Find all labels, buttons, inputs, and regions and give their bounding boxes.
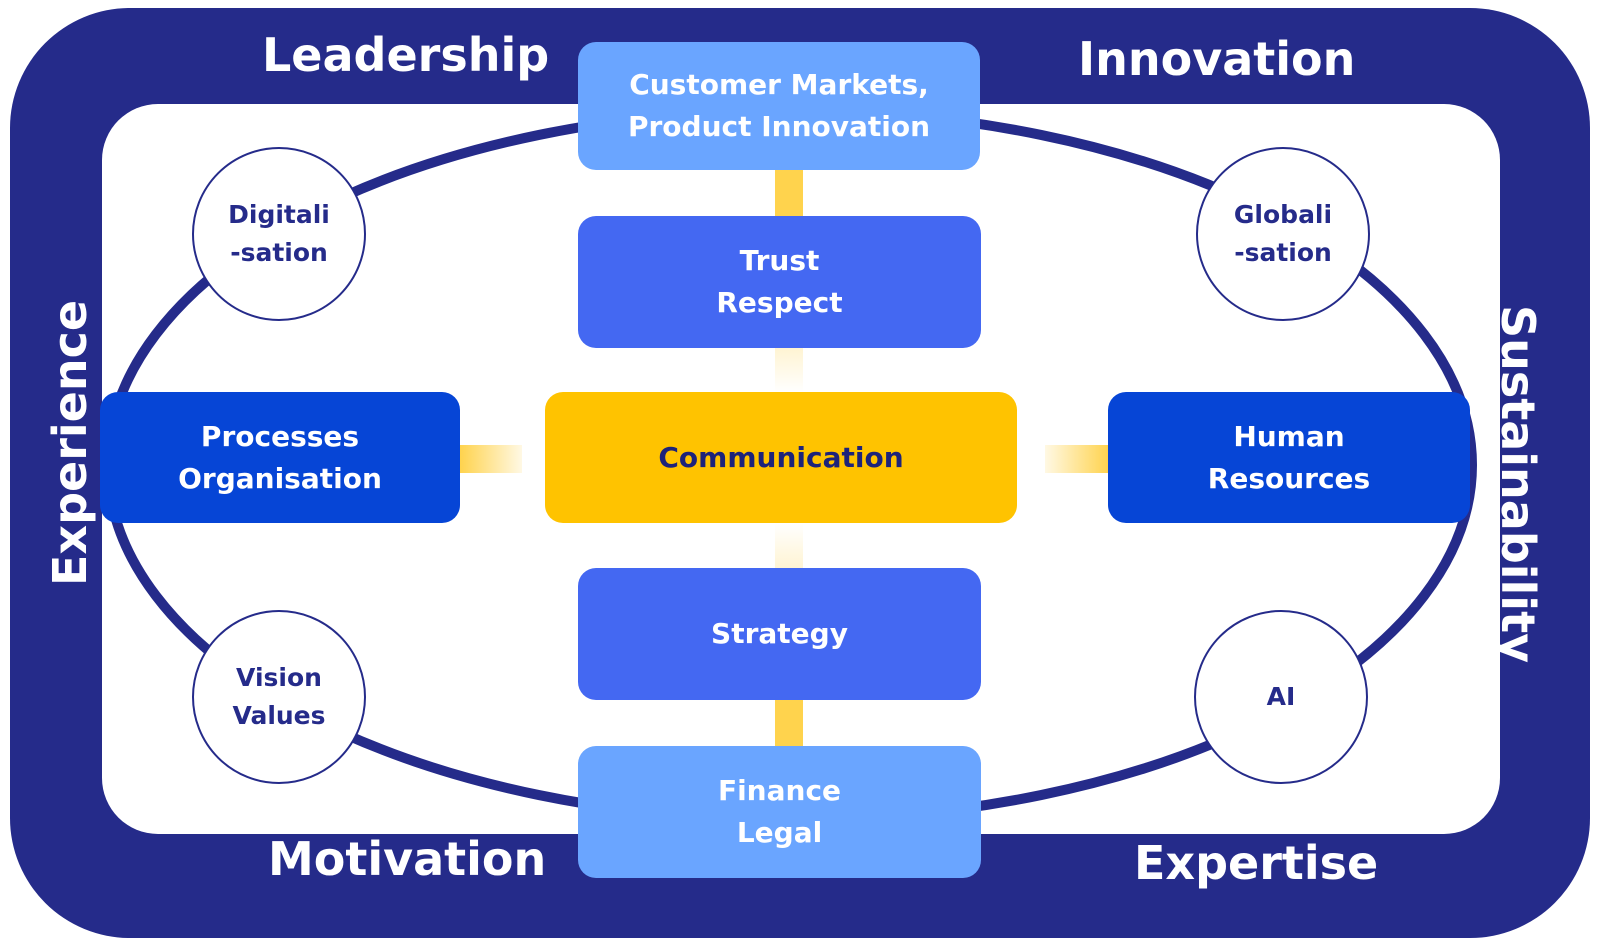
circle-ai: AI xyxy=(1194,610,1368,784)
circle-digitalisation-line-1: Digitali xyxy=(228,200,330,229)
box-finance-legal: Finance Legal xyxy=(578,746,981,878)
connector-right xyxy=(1045,445,1109,473)
circle-vision-values: Vision Values xyxy=(192,610,366,784)
box-strategy-label: Strategy xyxy=(711,617,848,650)
connector-bottom xyxy=(775,700,803,748)
label-leadership: Leadership xyxy=(262,28,550,82)
circle-globalisation: Globali -sation xyxy=(1196,147,1370,321)
box-finance-legal-line-1: Finance xyxy=(717,774,842,807)
box-communication-label: Communication xyxy=(658,440,904,474)
connector-upper xyxy=(775,348,803,393)
label-motivation: Motivation xyxy=(268,832,547,886)
box-trust-respect: Trust Respect xyxy=(578,216,981,348)
box-strategy: Strategy xyxy=(578,568,981,700)
circle-globalisation-line-2: -sation xyxy=(1234,238,1332,267)
label-experience: Experience xyxy=(43,299,97,586)
circle-digitalisation: Digitali -sation xyxy=(192,147,366,321)
box-human-resources: Human Resources xyxy=(1108,392,1470,523)
connector-top xyxy=(775,170,803,218)
box-processes-organisation: Processes Organisation xyxy=(100,392,460,523)
box-customer-markets-line-2: Product Innovation xyxy=(627,110,931,143)
connector-left xyxy=(460,445,522,473)
box-customer-markets: Customer Markets, Product Innovation xyxy=(578,42,980,170)
circle-vision-line-2: Values xyxy=(232,701,326,730)
circle-digitalisation-line-2: -sation xyxy=(230,238,328,267)
box-human-resources-line-1: Human xyxy=(1233,419,1345,453)
box-human-resources-line-2: Resources xyxy=(1207,461,1371,495)
circle-globalisation-line-1: Globali xyxy=(1233,200,1333,229)
box-communication: Communication xyxy=(545,392,1017,523)
box-trust-respect-line-1: Trust xyxy=(739,244,820,277)
label-sustainability: Sustainability xyxy=(1491,305,1545,664)
circle-ai-label: AI xyxy=(1266,682,1296,711)
circle-vision-line-1: Vision xyxy=(236,663,322,692)
box-processes-line-1: Processes xyxy=(200,419,360,453)
box-finance-legal-line-2: Legal xyxy=(736,816,823,849)
label-expertise: Expertise xyxy=(1134,836,1379,890)
connector-lower xyxy=(775,523,803,569)
label-innovation: Innovation xyxy=(1078,32,1356,86)
box-trust-respect-line-2: Respect xyxy=(716,286,843,319)
box-customer-markets-line-1: Customer Markets, xyxy=(629,68,929,101)
box-processes-line-2: Organisation xyxy=(178,461,382,495)
